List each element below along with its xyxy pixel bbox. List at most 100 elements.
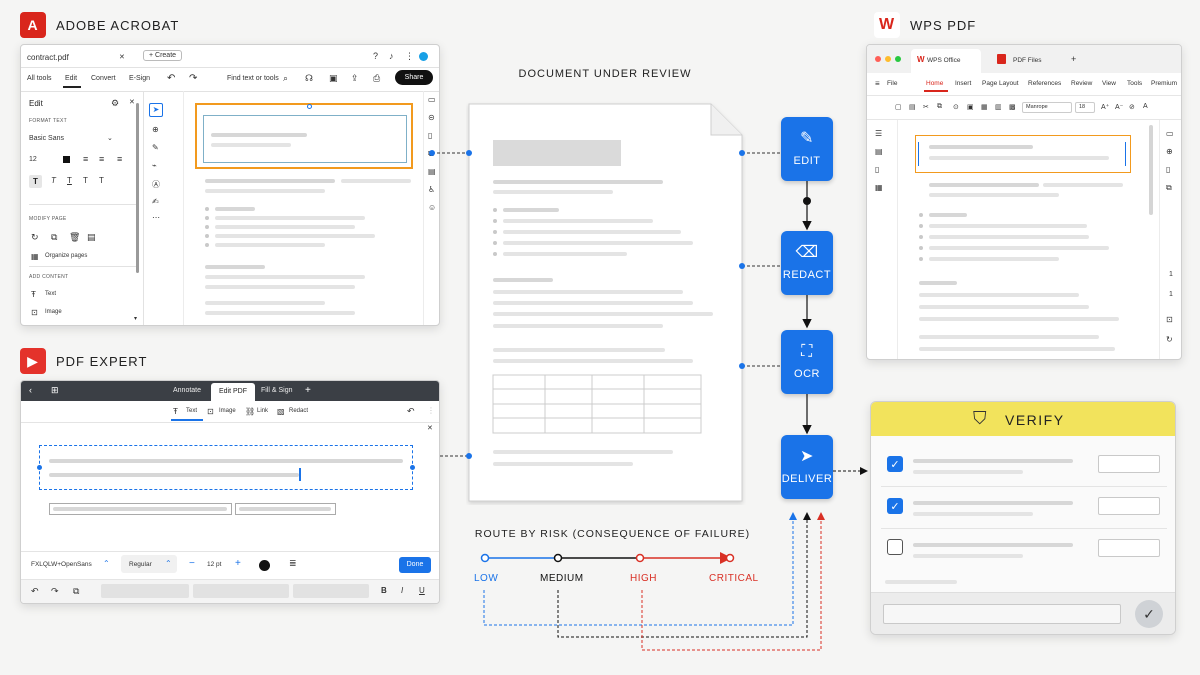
text-tool-icon[interactable]: Ŧ [173, 407, 178, 416]
menu-tools[interactable]: Tools [1127, 80, 1143, 87]
verify-checkbox-2[interactable]: ✓ [887, 498, 903, 514]
panel-scrollbar[interactable] [136, 103, 139, 273]
add-image-button[interactable]: Image [45, 309, 62, 315]
nav-all-tools[interactable]: All tools [27, 75, 52, 82]
close-panel-icon[interactable]: ✕ [129, 99, 135, 106]
redo-icon[interactable]: ↷ [189, 73, 198, 84]
font-size-select[interactable]: 18 [1079, 104, 1086, 110]
step-redact[interactable]: ⌫ REDACT [781, 231, 833, 295]
text-italic-icon[interactable]: T [51, 176, 56, 185]
extract-icon[interactable]: ⧉ [51, 232, 58, 242]
grid-view-icon[interactable]: ⊞ [51, 385, 59, 395]
font-style-select[interactable]: Regular [129, 561, 152, 568]
add-tab-icon[interactable]: + [305, 385, 311, 396]
step-ocr[interactable]: ⛶ OCR [781, 330, 833, 394]
font-select[interactable]: FXLQLW+OpenSans [31, 561, 92, 568]
sign-tool-icon[interactable]: ✍ [152, 197, 159, 206]
font-name-select[interactable]: Manrope [1026, 104, 1048, 110]
back-icon[interactable]: ‹ [29, 385, 32, 395]
redact-tool-label[interactable]: Redact [289, 408, 309, 414]
zoom-fit-icon[interactable]: ⊡ [1166, 315, 1173, 324]
cut-icon[interactable]: ✂ [923, 104, 929, 111]
image-tool-label[interactable]: Image [219, 408, 236, 414]
select-tool-icon[interactable]: ➤ [149, 103, 163, 117]
undo-bottom-icon[interactable]: ↶ [31, 586, 39, 596]
text-subscript-icon[interactable]: T [99, 176, 104, 185]
refresh-icon[interactable]: ↻ [1166, 335, 1173, 344]
save-icon[interactable]: ▣ [329, 73, 338, 83]
verify-checkbox-1[interactable]: ✓ [887, 456, 903, 472]
thumbnails-icon[interactable]: ▤ [875, 147, 883, 156]
text-superscript-icon[interactable]: T [83, 176, 88, 185]
image-insert-icon[interactable]: ▦ [981, 104, 988, 111]
redact-tool-icon[interactable]: ▧ [277, 407, 285, 416]
page-scrollbar[interactable] [1149, 125, 1153, 215]
menu-premium[interactable]: Premium [1151, 80, 1178, 87]
ai-assistant-icon[interactable]: ☺ [428, 203, 437, 212]
comment-icon[interactable]: ▭ [428, 95, 436, 104]
step-deliver[interactable]: ➤ DELIVER [781, 435, 833, 499]
italic-button[interactable]: I [401, 586, 404, 595]
comment-icon[interactable]: ▭ [1166, 129, 1174, 138]
numbered-list-icon[interactable]: ≡ [99, 154, 105, 164]
left-resize-handle[interactable] [37, 465, 42, 470]
font-chevron-icon[interactable]: ⌃ [103, 559, 110, 568]
nav-esign[interactable]: E-Sign [129, 75, 151, 82]
align-icon[interactable]: ≣ [289, 558, 297, 568]
tab-edit-pdf[interactable]: Edit PDF [211, 383, 255, 401]
font-size-select[interactable]: 12 [29, 156, 37, 163]
bell-icon[interactable]: ♪ [389, 51, 394, 61]
open-icon[interactable]: ▤ [909, 104, 916, 111]
avatar[interactable] [419, 52, 428, 61]
menu-review[interactable]: Review [1071, 80, 1093, 87]
text-color-swatch[interactable] [259, 560, 270, 571]
text-edit-frame[interactable] [203, 115, 407, 163]
print-icon[interactable]: ⎙ [373, 73, 381, 83]
close-icon[interactable]: ✕ [427, 425, 433, 432]
headset-icon[interactable]: ☊ [305, 73, 313, 83]
form-field-1[interactable] [49, 503, 232, 515]
nav-edit[interactable]: Edit [65, 75, 78, 82]
share-button[interactable]: Share [395, 70, 433, 85]
image-tool-icon[interactable]: ⊡ [207, 407, 214, 416]
grow-font-icon[interactable]: A⁺ [1101, 104, 1110, 111]
paste-icon[interactable]: ▣ [967, 104, 974, 111]
apps-grid-icon[interactable]: ⋮ [405, 51, 414, 61]
done-button[interactable]: Done [399, 557, 431, 573]
clear-format-icon[interactable]: ⊘ [1129, 104, 1135, 111]
shrink-font-icon[interactable]: A⁻ [1115, 104, 1124, 111]
new-tab-icon[interactable]: + [1071, 54, 1077, 64]
more-tools-icon[interactable]: ⋯ [152, 213, 160, 222]
new-doc-icon[interactable]: ▢ [895, 104, 902, 111]
hamburger-icon[interactable]: ≡ [875, 79, 880, 88]
text-tool-label[interactable]: Text [186, 408, 198, 414]
scroll-down-icon[interactable]: ▾ [134, 316, 138, 322]
help-icon[interactable]: ? [373, 51, 379, 61]
tab-annotate[interactable]: Annotate [173, 387, 202, 394]
verify-checkbox-3[interactable] [887, 539, 903, 555]
create-button[interactable]: + Create [143, 50, 183, 61]
text-bold-icon[interactable]: T [29, 175, 42, 188]
bold-button[interactable]: B [381, 586, 387, 595]
settings-gear-icon[interactable]: ⚙ [111, 98, 120, 108]
text-color-swatch[interactable] [63, 156, 70, 163]
menu-home[interactable]: Home [926, 80, 944, 87]
selected-text-block[interactable] [195, 103, 413, 169]
chevron-down-icon[interactable]: ⌄ [107, 135, 113, 142]
format-painter-icon[interactable]: ⊙ [953, 104, 959, 111]
copy-icon[interactable]: ⧉ [937, 103, 942, 110]
form-field-2[interactable] [235, 503, 336, 515]
organize-pages-link[interactable]: Organize pages [45, 253, 88, 259]
file-menu[interactable]: File [887, 80, 898, 87]
find-text-input[interactable]: Find text or tools [227, 75, 279, 82]
insert-page-icon[interactable]: ▤ [87, 232, 96, 242]
layers-icon[interactable]: ▤ [428, 167, 436, 176]
bookmark-icon[interactable]: ⊝ [428, 113, 435, 122]
more-icon[interactable]: ⋮ [427, 406, 435, 415]
add-text-button[interactable]: Text [45, 291, 57, 297]
shape-insert-icon[interactable]: ▩ [1009, 104, 1016, 111]
zoom-tool-icon[interactable]: ⊕ [152, 125, 159, 134]
menu-page-layout[interactable]: Page Layout [982, 80, 1019, 87]
underline-button[interactable]: U [419, 586, 425, 595]
verify-field-2[interactable] [1098, 497, 1160, 515]
